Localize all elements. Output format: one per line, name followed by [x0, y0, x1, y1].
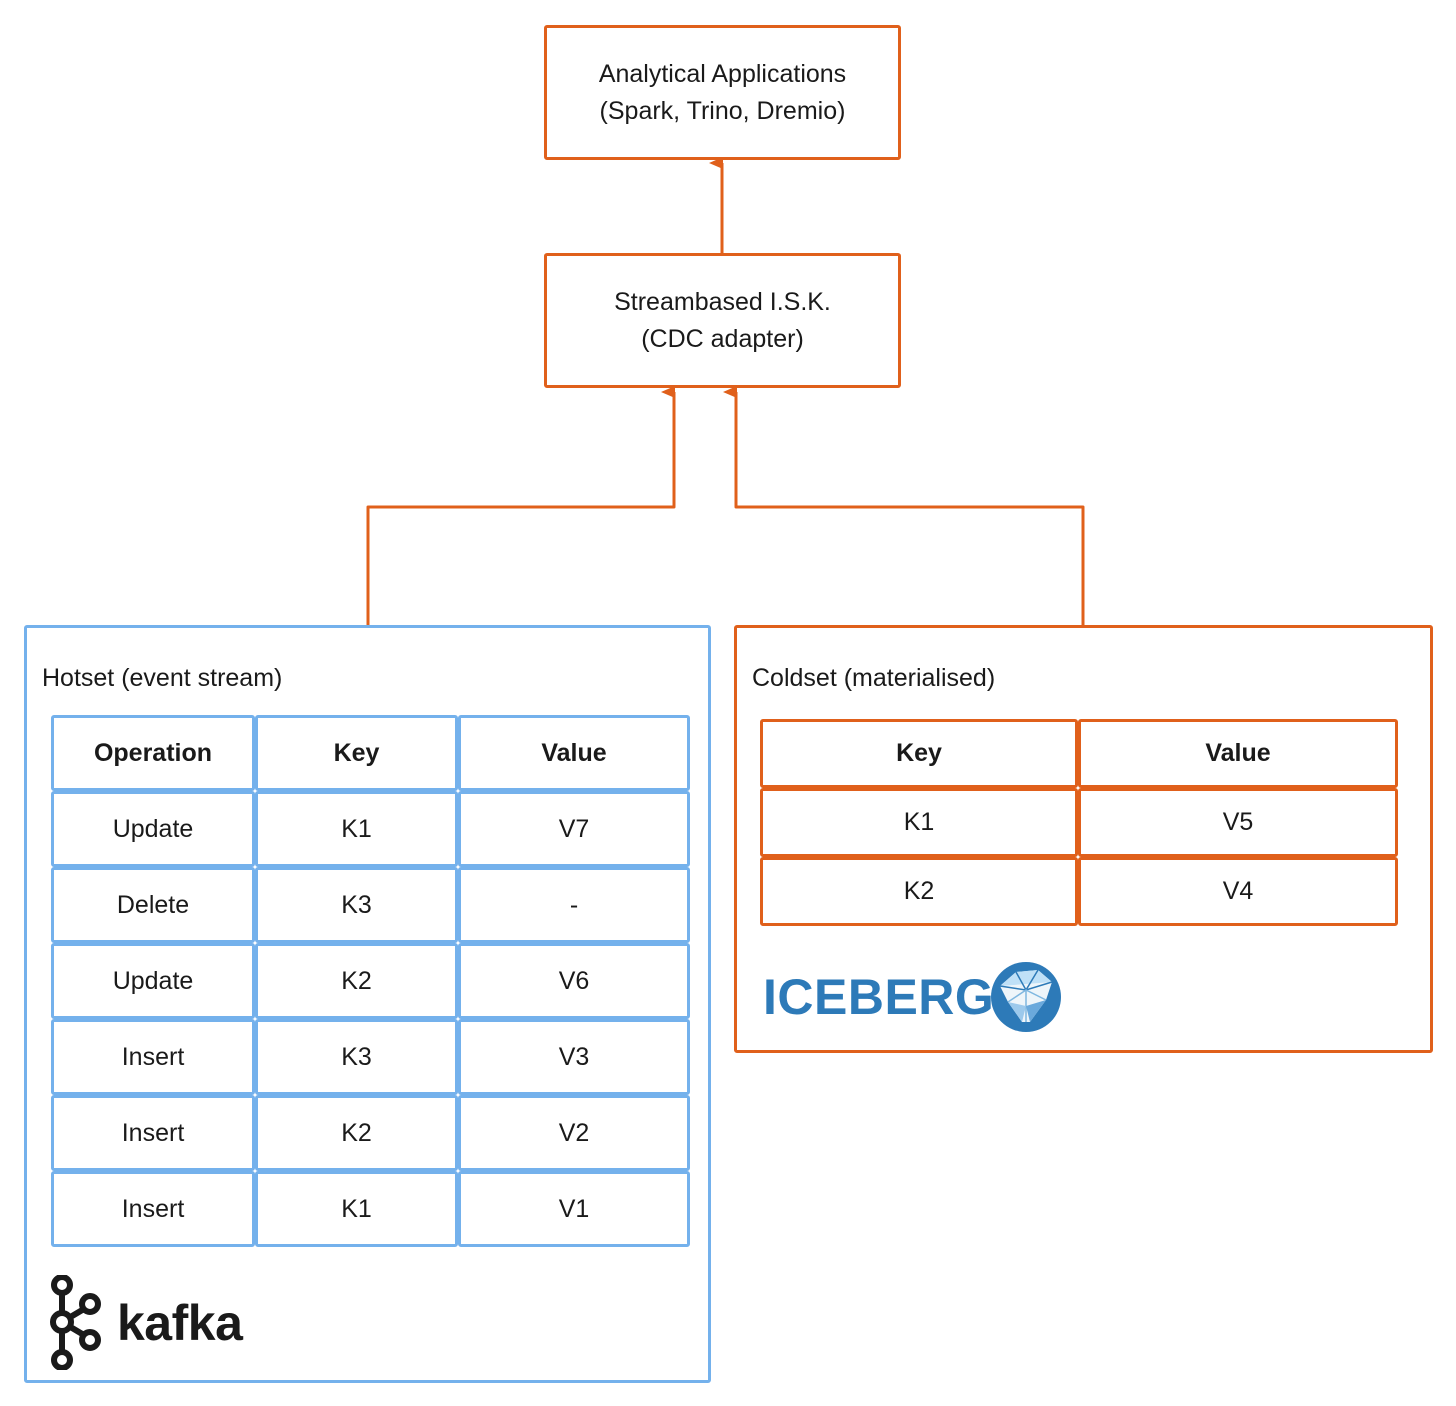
hotset-title: Hotset (event stream) — [42, 664, 283, 692]
coldset-panel: Coldset (materialised) Key Value K1 V5 K… — [734, 625, 1433, 1053]
streambased-isk-subtitle: (CDC adapter) — [641, 324, 804, 353]
streambased-isk-node: Streambased I.S.K. (CDC adapter) — [544, 253, 901, 388]
hotset-cell-operation: Delete — [51, 867, 255, 943]
hotset-panel: Hotset (event stream) Operation Key Valu… — [24, 625, 711, 1383]
hotset-cell-key: K3 — [255, 867, 458, 943]
kafka-logo-icon — [50, 1275, 101, 1370]
iceberg-logo-icon — [991, 962, 1062, 1032]
arrow-coldset-to-isk — [723, 386, 1085, 625]
kafka-wordmark: kafka — [117, 1294, 243, 1351]
hotset-cell-key: K1 — [255, 791, 458, 867]
coldset-header-value: Value — [1078, 719, 1398, 788]
hotset-cell-key: K2 — [255, 1095, 458, 1171]
kafka-logo: kafka — [43, 1275, 243, 1370]
coldset-table: Key Value K1 V5 K2 V4 — [760, 719, 1398, 926]
hotset-cell-value: V7 — [458, 791, 690, 867]
hotset-cell-operation: Update — [51, 943, 255, 1019]
hotset-cell-value: V1 — [458, 1171, 690, 1247]
hotset-cell-value: - — [458, 867, 690, 943]
iceberg-wordmark: ICEBERG — [763, 969, 995, 1025]
arrow-hotset-to-isk — [366, 386, 676, 625]
coldset-cell-value: V5 — [1078, 788, 1398, 857]
hotset-table: Operation Key Value Update K1 V7 Delete … — [51, 715, 690, 1247]
hotset-header-value: Value — [458, 715, 690, 791]
hotset-cell-operation: Insert — [51, 1019, 255, 1095]
iceberg-logo: ICEBERG — [763, 960, 1064, 1034]
analytical-applications-subtitle: (Spark, Trino, Dremio) — [599, 96, 846, 125]
coldset-cell-key: K2 — [760, 857, 1078, 926]
hotset-cell-operation: Insert — [51, 1095, 255, 1171]
hotset-cell-value: V2 — [458, 1095, 690, 1171]
coldset-cell-key: K1 — [760, 788, 1078, 857]
analytical-applications-node: Analytical Applications (Spark, Trino, D… — [544, 25, 901, 160]
coldset-title: Coldset (materialised) — [752, 664, 996, 692]
hotset-cell-value: V6 — [458, 943, 690, 1019]
hotset-cell-value: V3 — [458, 1019, 690, 1095]
analytical-applications-title: Analytical Applications — [598, 59, 847, 88]
hotset-cell-key: K2 — [255, 943, 458, 1019]
hotset-cell-key: K3 — [255, 1019, 458, 1095]
hotset-header-operation: Operation — [51, 715, 255, 791]
hotset-cell-key: K1 — [255, 1171, 458, 1247]
coldset-header-key: Key — [760, 719, 1078, 788]
streambased-isk-title: Streambased I.S.K. — [614, 287, 831, 316]
coldset-cell-value: V4 — [1078, 857, 1398, 926]
hotset-header-key: Key — [255, 715, 458, 791]
hotset-cell-operation: Insert — [51, 1171, 255, 1247]
hotset-cell-operation: Update — [51, 791, 255, 867]
